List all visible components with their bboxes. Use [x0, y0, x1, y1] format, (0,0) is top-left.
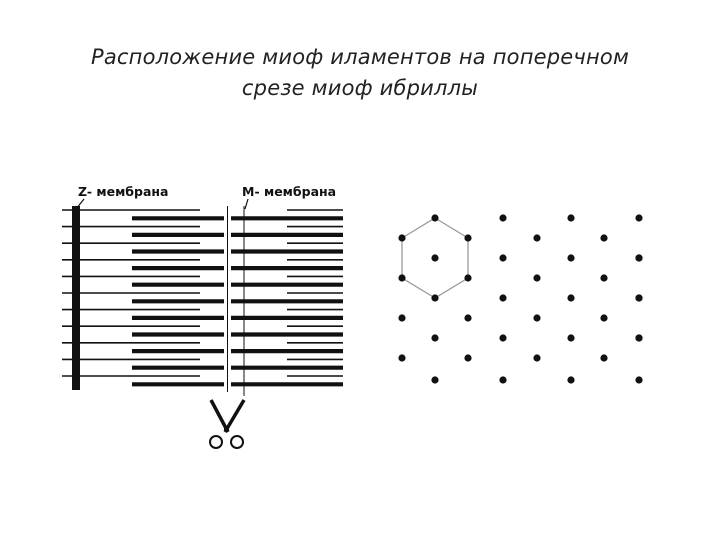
filament-dot: [600, 234, 608, 242]
filament-dot: [398, 274, 406, 282]
filament-dot: [499, 334, 507, 342]
filament-dot: [464, 354, 472, 362]
z-disc: [72, 206, 80, 390]
filament-dot: [635, 334, 643, 342]
filament-dot: [567, 254, 575, 262]
filament-dot: [499, 294, 507, 302]
z-membrane-label: Z- мембрана: [78, 184, 168, 199]
filament-dot: [464, 274, 472, 282]
filament-dot: [431, 376, 439, 384]
filament-dot: [533, 234, 541, 242]
filament-dot: [499, 376, 507, 384]
filament-dot: [600, 314, 608, 322]
title-line-1: Расположение миоф иламентов на поперечно…: [90, 45, 630, 69]
filament-dot: [533, 274, 541, 282]
filament-dot: [398, 234, 406, 242]
filament-dot: [567, 294, 575, 302]
scissors-icon: [209, 399, 246, 449]
filament-dot: [499, 214, 507, 222]
filament-dot: [431, 214, 439, 222]
cross-section-lattice: [398, 214, 643, 384]
filament-dot: [600, 354, 608, 362]
filament-dot: [533, 314, 541, 322]
title-line-2: срезе миоф ибриллы: [241, 76, 479, 100]
filament-dot: [635, 294, 643, 302]
filament-dot: [431, 294, 439, 302]
filament-dot: [635, 214, 643, 222]
filament-dot: [464, 234, 472, 242]
m-membrane-label: M- мембрана: [242, 184, 336, 199]
filament-dot: [635, 376, 643, 384]
filament-dot: [533, 354, 541, 362]
filament-dot: [464, 314, 472, 322]
filament-dot: [567, 334, 575, 342]
longitudinal-section: [62, 206, 343, 396]
filament-dot: [567, 214, 575, 222]
filament-dot: [567, 376, 575, 384]
slide-title: Расположение миоф иламентов на поперечно…: [40, 42, 680, 104]
filament-dot: [398, 314, 406, 322]
m-label-leader: [244, 198, 249, 210]
filament-dot: [600, 274, 608, 282]
filament-dot: [431, 254, 439, 262]
filament-dot: [398, 354, 406, 362]
filament-dot: [431, 334, 439, 342]
filament-dot: [499, 254, 507, 262]
filament-dot: [635, 254, 643, 262]
